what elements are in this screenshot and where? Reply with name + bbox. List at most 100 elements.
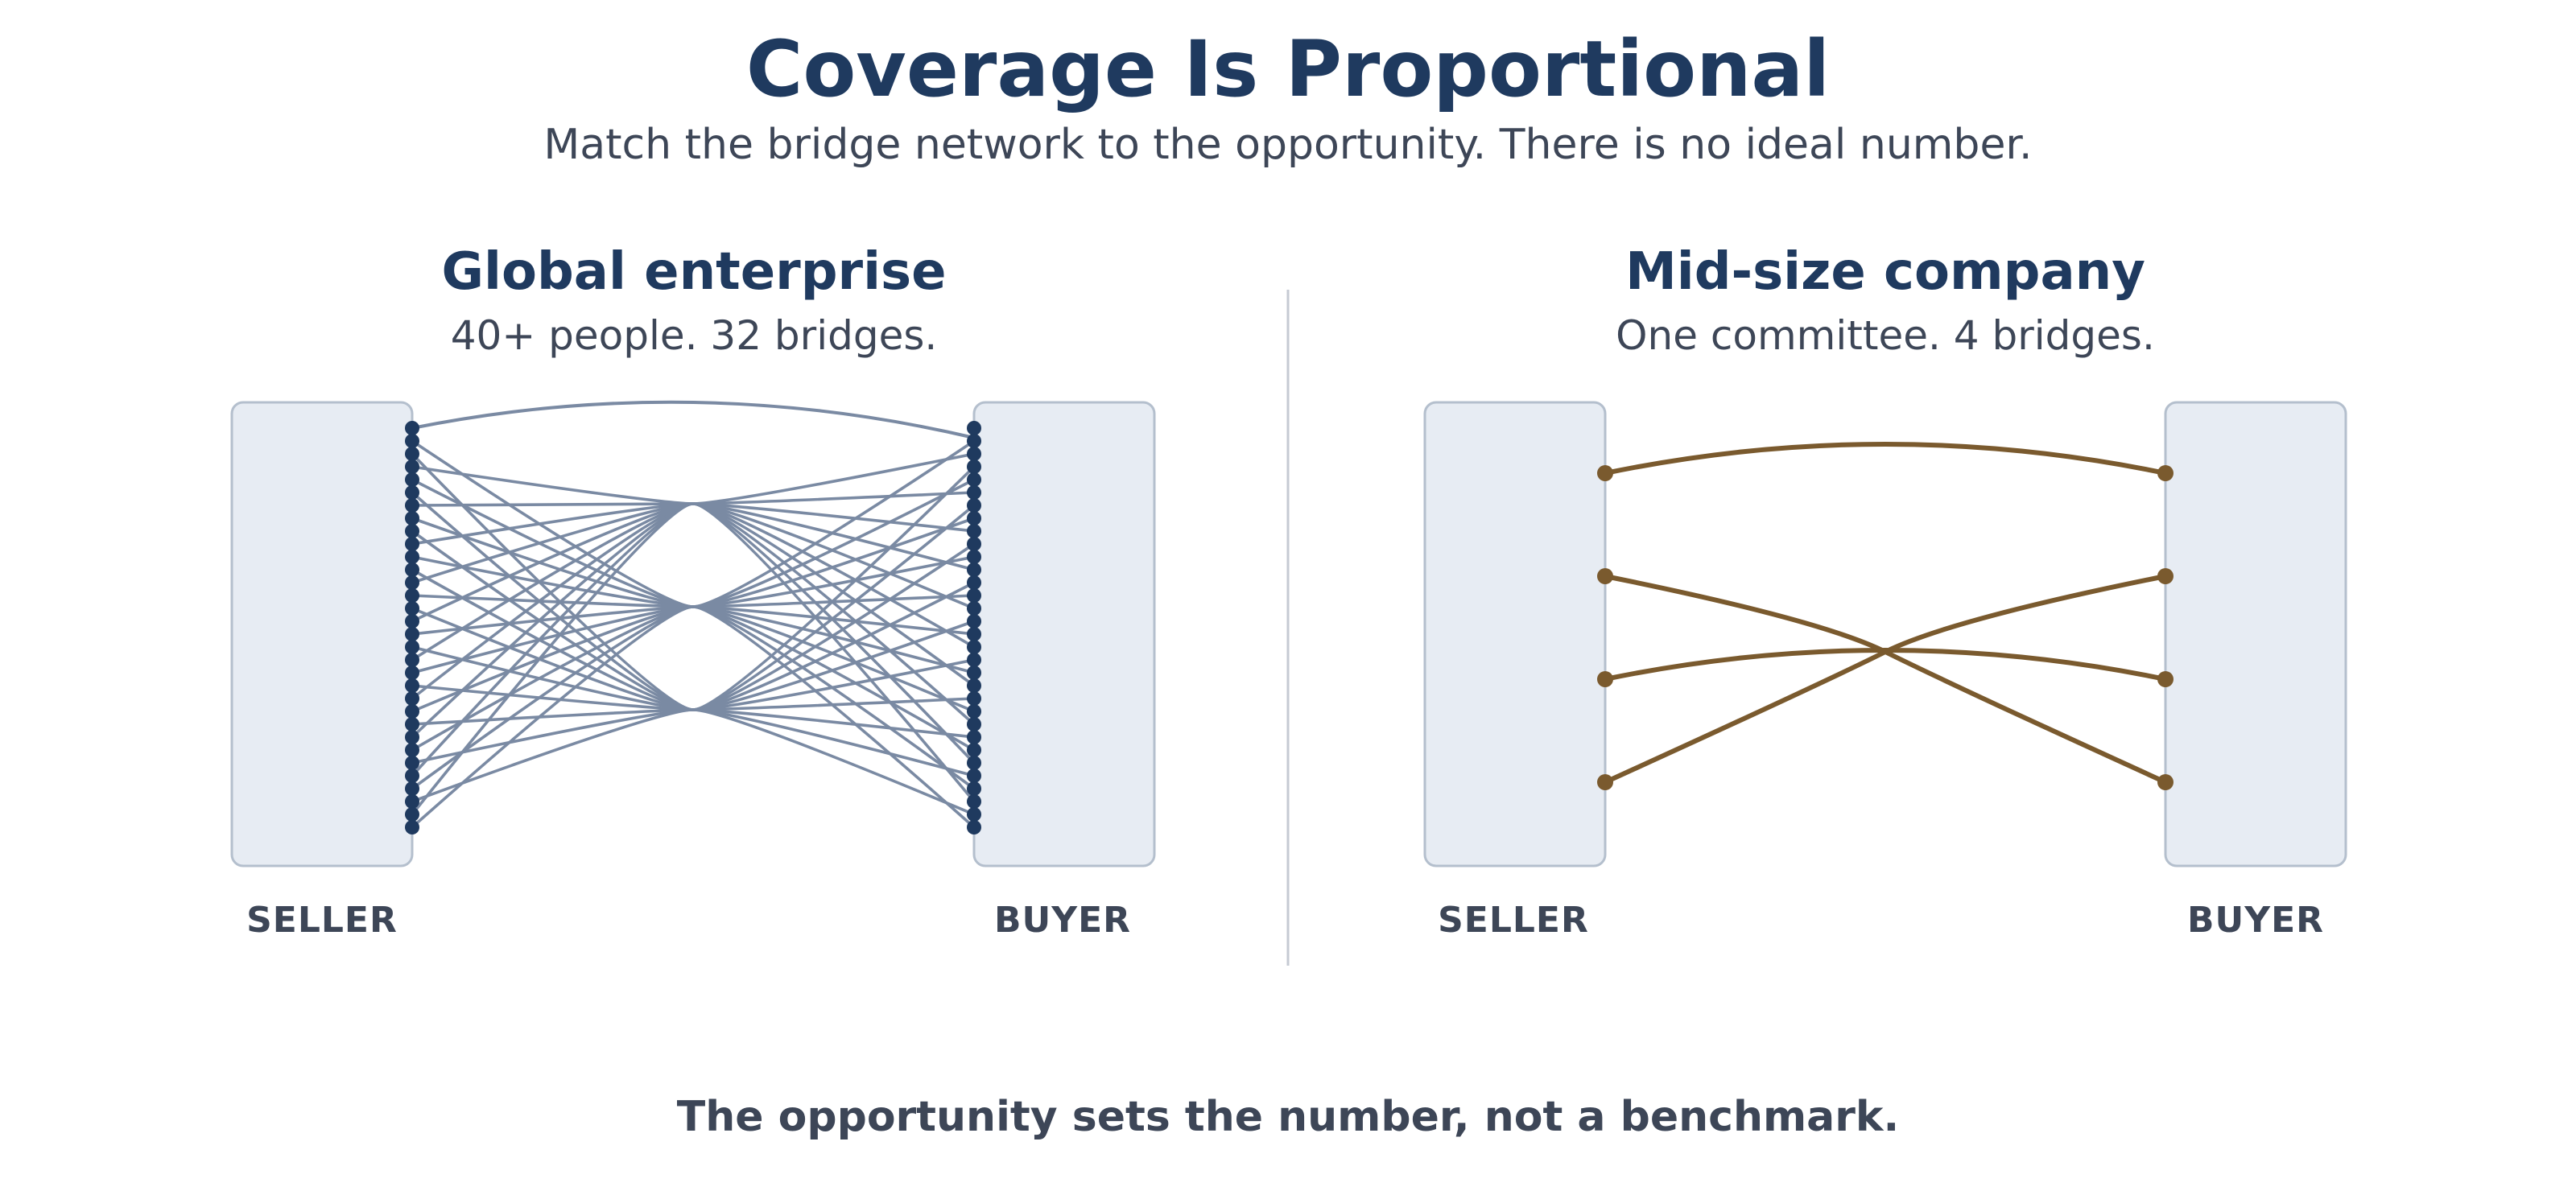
right-node-group	[1597, 465, 2174, 790]
buyer-node	[967, 666, 981, 680]
seller-node	[405, 666, 419, 680]
buyer-node	[967, 743, 981, 757]
bridge-line	[411, 502, 976, 726]
seller-node	[405, 807, 419, 822]
left-bridge-group	[411, 400, 976, 829]
left-panel-subtitle: 40+ people. 32 bridges.	[450, 312, 938, 359]
bridge-line	[1604, 442, 2166, 476]
bridge-line	[411, 465, 976, 803]
seller-node	[405, 743, 419, 757]
left-buyer-box	[972, 401, 1156, 867]
right-bridge-group	[1604, 442, 2167, 785]
buyer-node	[967, 794, 981, 809]
buyer-node	[967, 704, 981, 719]
footer-note: The opportunity sets the number, not a b…	[676, 1093, 1900, 1141]
seller-node	[405, 447, 419, 461]
buyer-node	[967, 756, 981, 770]
bridge-line	[1604, 574, 2167, 785]
seller-node	[405, 588, 419, 603]
seller-node	[405, 627, 419, 641]
left-panel-title: Global enterprise	[441, 242, 947, 302]
buyer-node	[967, 781, 981, 796]
buyer-node	[2157, 774, 2174, 790]
bridge-line	[411, 581, 975, 711]
buyer-node	[967, 601, 981, 616]
seller-node	[405, 820, 419, 835]
seller-node	[405, 640, 419, 654]
buyer-node	[967, 820, 981, 835]
page-title: Coverage Is Proportional	[745, 24, 1831, 114]
buyer-node	[967, 653, 981, 667]
buyer-node	[967, 575, 981, 590]
bridge-line	[411, 439, 975, 829]
left-buyer-label: BUYER	[993, 900, 1132, 941]
seller-node	[405, 781, 419, 796]
buyer-node	[967, 434, 981, 448]
seller-node	[405, 460, 419, 474]
bridge-line	[411, 400, 975, 439]
seller-node	[405, 653, 419, 667]
buyer-node	[967, 807, 981, 822]
seller-node	[1597, 465, 1613, 481]
seller-node	[405, 601, 419, 616]
seller-node	[405, 794, 419, 809]
right-buyer-box	[2164, 401, 2347, 867]
page-subtitle: Match the bridge network to the opportun…	[543, 121, 2033, 169]
left-node-group	[405, 421, 981, 835]
buyer-node	[967, 614, 981, 628]
seller-node	[405, 421, 419, 435]
seller-node	[405, 524, 419, 538]
buyer-node	[967, 472, 981, 487]
seller-node	[405, 434, 419, 448]
buyer-node	[967, 717, 981, 731]
buyer-node	[967, 640, 981, 654]
bridge-line	[1604, 648, 2166, 682]
seller-node	[405, 769, 419, 783]
buyer-node	[967, 421, 981, 435]
buyer-node	[967, 730, 981, 744]
right-seller-label: SELLER	[1438, 900, 1589, 941]
bridge-line	[411, 605, 975, 636]
buyer-node	[967, 447, 981, 461]
buyer-node	[2157, 568, 2174, 584]
left-seller-label: SELLER	[246, 900, 398, 941]
seller-node	[405, 717, 419, 731]
buyer-node	[967, 550, 981, 564]
seller-node	[405, 730, 419, 744]
buyer-node	[967, 460, 981, 474]
buyer-node	[967, 678, 981, 693]
right-seller-box	[1423, 401, 1607, 867]
bridge-line	[1604, 574, 2166, 785]
buyer-node	[967, 769, 981, 783]
seller-node	[405, 498, 419, 513]
buyer-node	[2157, 671, 2174, 687]
buyer-node	[967, 691, 981, 706]
seller-node	[405, 691, 419, 706]
seller-node	[405, 575, 419, 590]
right-buyer-label: BUYER	[2186, 900, 2325, 941]
seller-node	[405, 537, 419, 551]
right-panel-subtitle: One committee. 4 bridges.	[1616, 312, 2155, 359]
buyer-node	[967, 537, 981, 551]
seller-node	[405, 550, 419, 564]
seller-node	[405, 614, 419, 628]
seller-node	[405, 756, 419, 770]
seller-node	[1597, 568, 1613, 584]
seller-node	[405, 563, 419, 577]
buyer-node	[967, 511, 981, 525]
right-panel-title: Mid-size company	[1625, 242, 2145, 302]
seller-node	[405, 485, 419, 500]
buyer-node	[967, 563, 981, 577]
seller-node	[1597, 671, 1613, 687]
bridge-line	[411, 452, 975, 816]
seller-node	[405, 472, 419, 487]
buyer-node	[967, 588, 981, 603]
left-seller-box	[230, 401, 414, 867]
seller-node	[1597, 774, 1613, 790]
buyer-node	[967, 485, 981, 500]
seller-node	[405, 704, 419, 719]
seller-node	[405, 678, 419, 693]
buyer-node	[967, 498, 981, 513]
seller-node	[405, 511, 419, 525]
